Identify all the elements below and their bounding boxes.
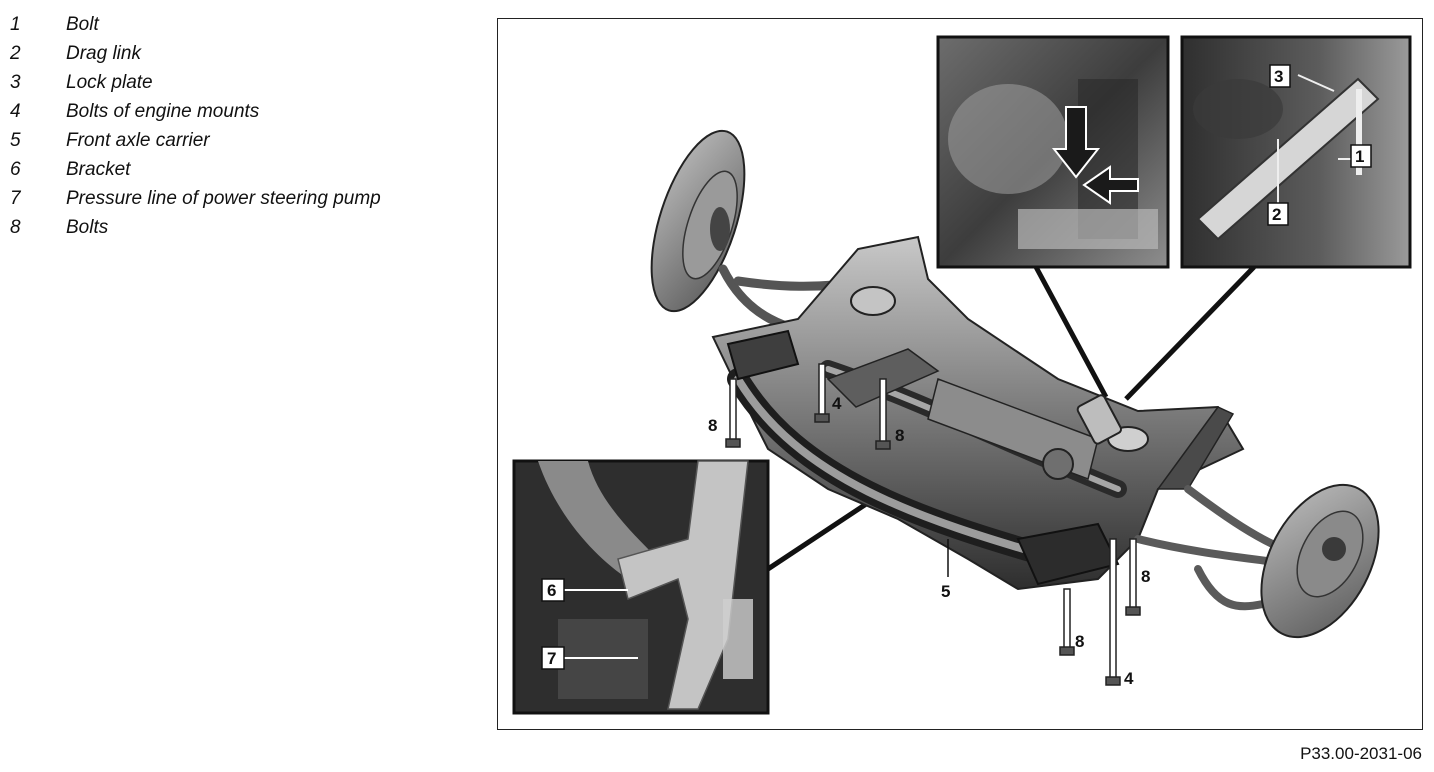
callout-8: 8 [895,426,904,445]
inset-photo-bracket [512,459,770,715]
legend-item: 2 Drag link [10,39,381,68]
legend-item: 1 Bolt [10,10,381,39]
callout-7: 7 [547,649,556,668]
inset-photo-drag-link [1180,35,1412,269]
callout-8: 8 [1075,632,1084,651]
legend-label: Lock plate [66,71,153,93]
legend-label: Pressure line of power steering pump [66,187,381,209]
figure-frame: 3 1 2 6 7 8 4 8 5 8 8 4 [497,18,1423,730]
legend-label: Drag link [66,42,141,64]
callout-8: 8 [708,416,717,435]
axle-diagram: 3 1 2 6 7 8 4 8 5 8 8 4 [512,35,1412,715]
legend: 1 Bolt 2 Drag link 3 Lock plate 4 Bolts of e… [10,10,381,242]
callout-4: 4 [1124,669,1134,688]
legend-label: Bracket [66,158,131,180]
arrow-left-icon [1082,165,1139,205]
legend-number: 5 [10,129,21,151]
legend-label: Front axle carrier [66,129,210,151]
legend-number: 2 [10,42,21,64]
callout-6: 6 [547,581,556,600]
callout-4: 4 [832,394,842,413]
inset-callouts: 3 1 2 6 7 [541,64,1372,670]
legend-item: 8 Bolts [10,213,381,242]
right-brake-disc [1260,483,1380,639]
legend-item: 7 Pressure line of power steering pump [10,184,381,213]
arrow-down-icon [1051,106,1101,179]
figure-id: P33.00-2031-06 [1300,744,1422,763]
legend-number: 6 [10,158,21,180]
legend-item: 5 Front axle carrier [10,126,381,155]
legend-item: 4 Bolts of engine mounts [10,97,381,126]
legend-item: 6 Bracket [10,155,381,184]
callout-5: 5 [941,582,950,601]
bolts [725,363,1141,686]
legend-item: 3 Lock plate [10,68,381,97]
legend-label: Bolt [66,13,99,35]
callout-2: 2 [1272,205,1281,224]
legend-number: 3 [10,71,21,93]
legend-label: Bolts of engine mounts [66,100,260,122]
legend-number: 4 [10,100,21,122]
main-callouts: 8 4 8 5 8 8 4 [708,394,1150,688]
callout-8: 8 [1141,567,1150,586]
callout-1: 1 [1355,147,1364,166]
legend-number: 1 [10,13,21,35]
callout-3: 3 [1274,67,1283,86]
legend-number: 7 [10,187,21,209]
front-axle-carrier [711,235,1245,591]
inset-photo-mount [936,35,1170,269]
legend-number: 8 [10,216,21,238]
legend-label: Bolts [66,216,109,238]
left-brake-disc [650,129,746,313]
